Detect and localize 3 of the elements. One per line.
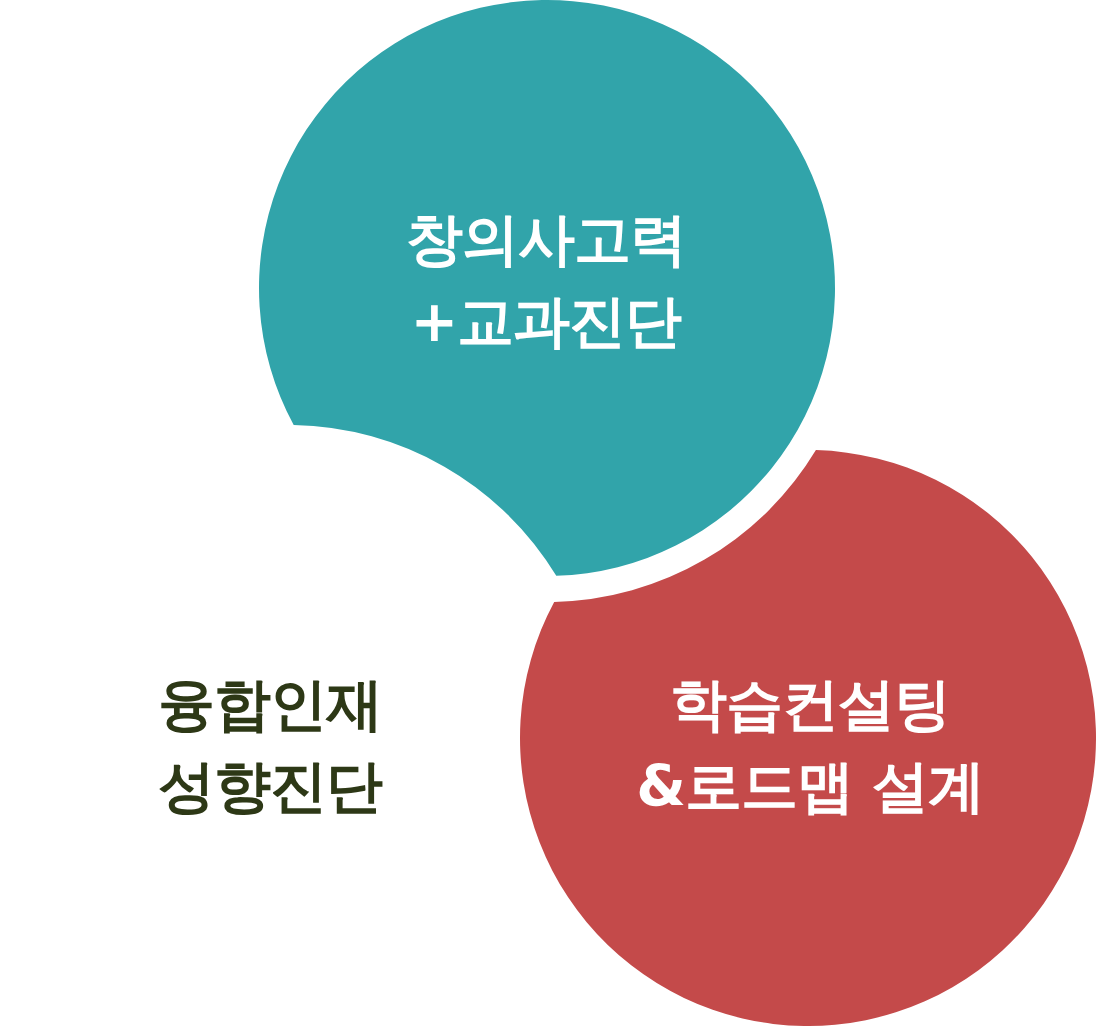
- circle-label: 학습컨설팅 &로드맵 설계: [635, 669, 985, 822]
- circle-label: 창의사고력 +교과진단: [405, 204, 687, 357]
- circle-label: 융합인재 성향진단: [156, 662, 384, 828]
